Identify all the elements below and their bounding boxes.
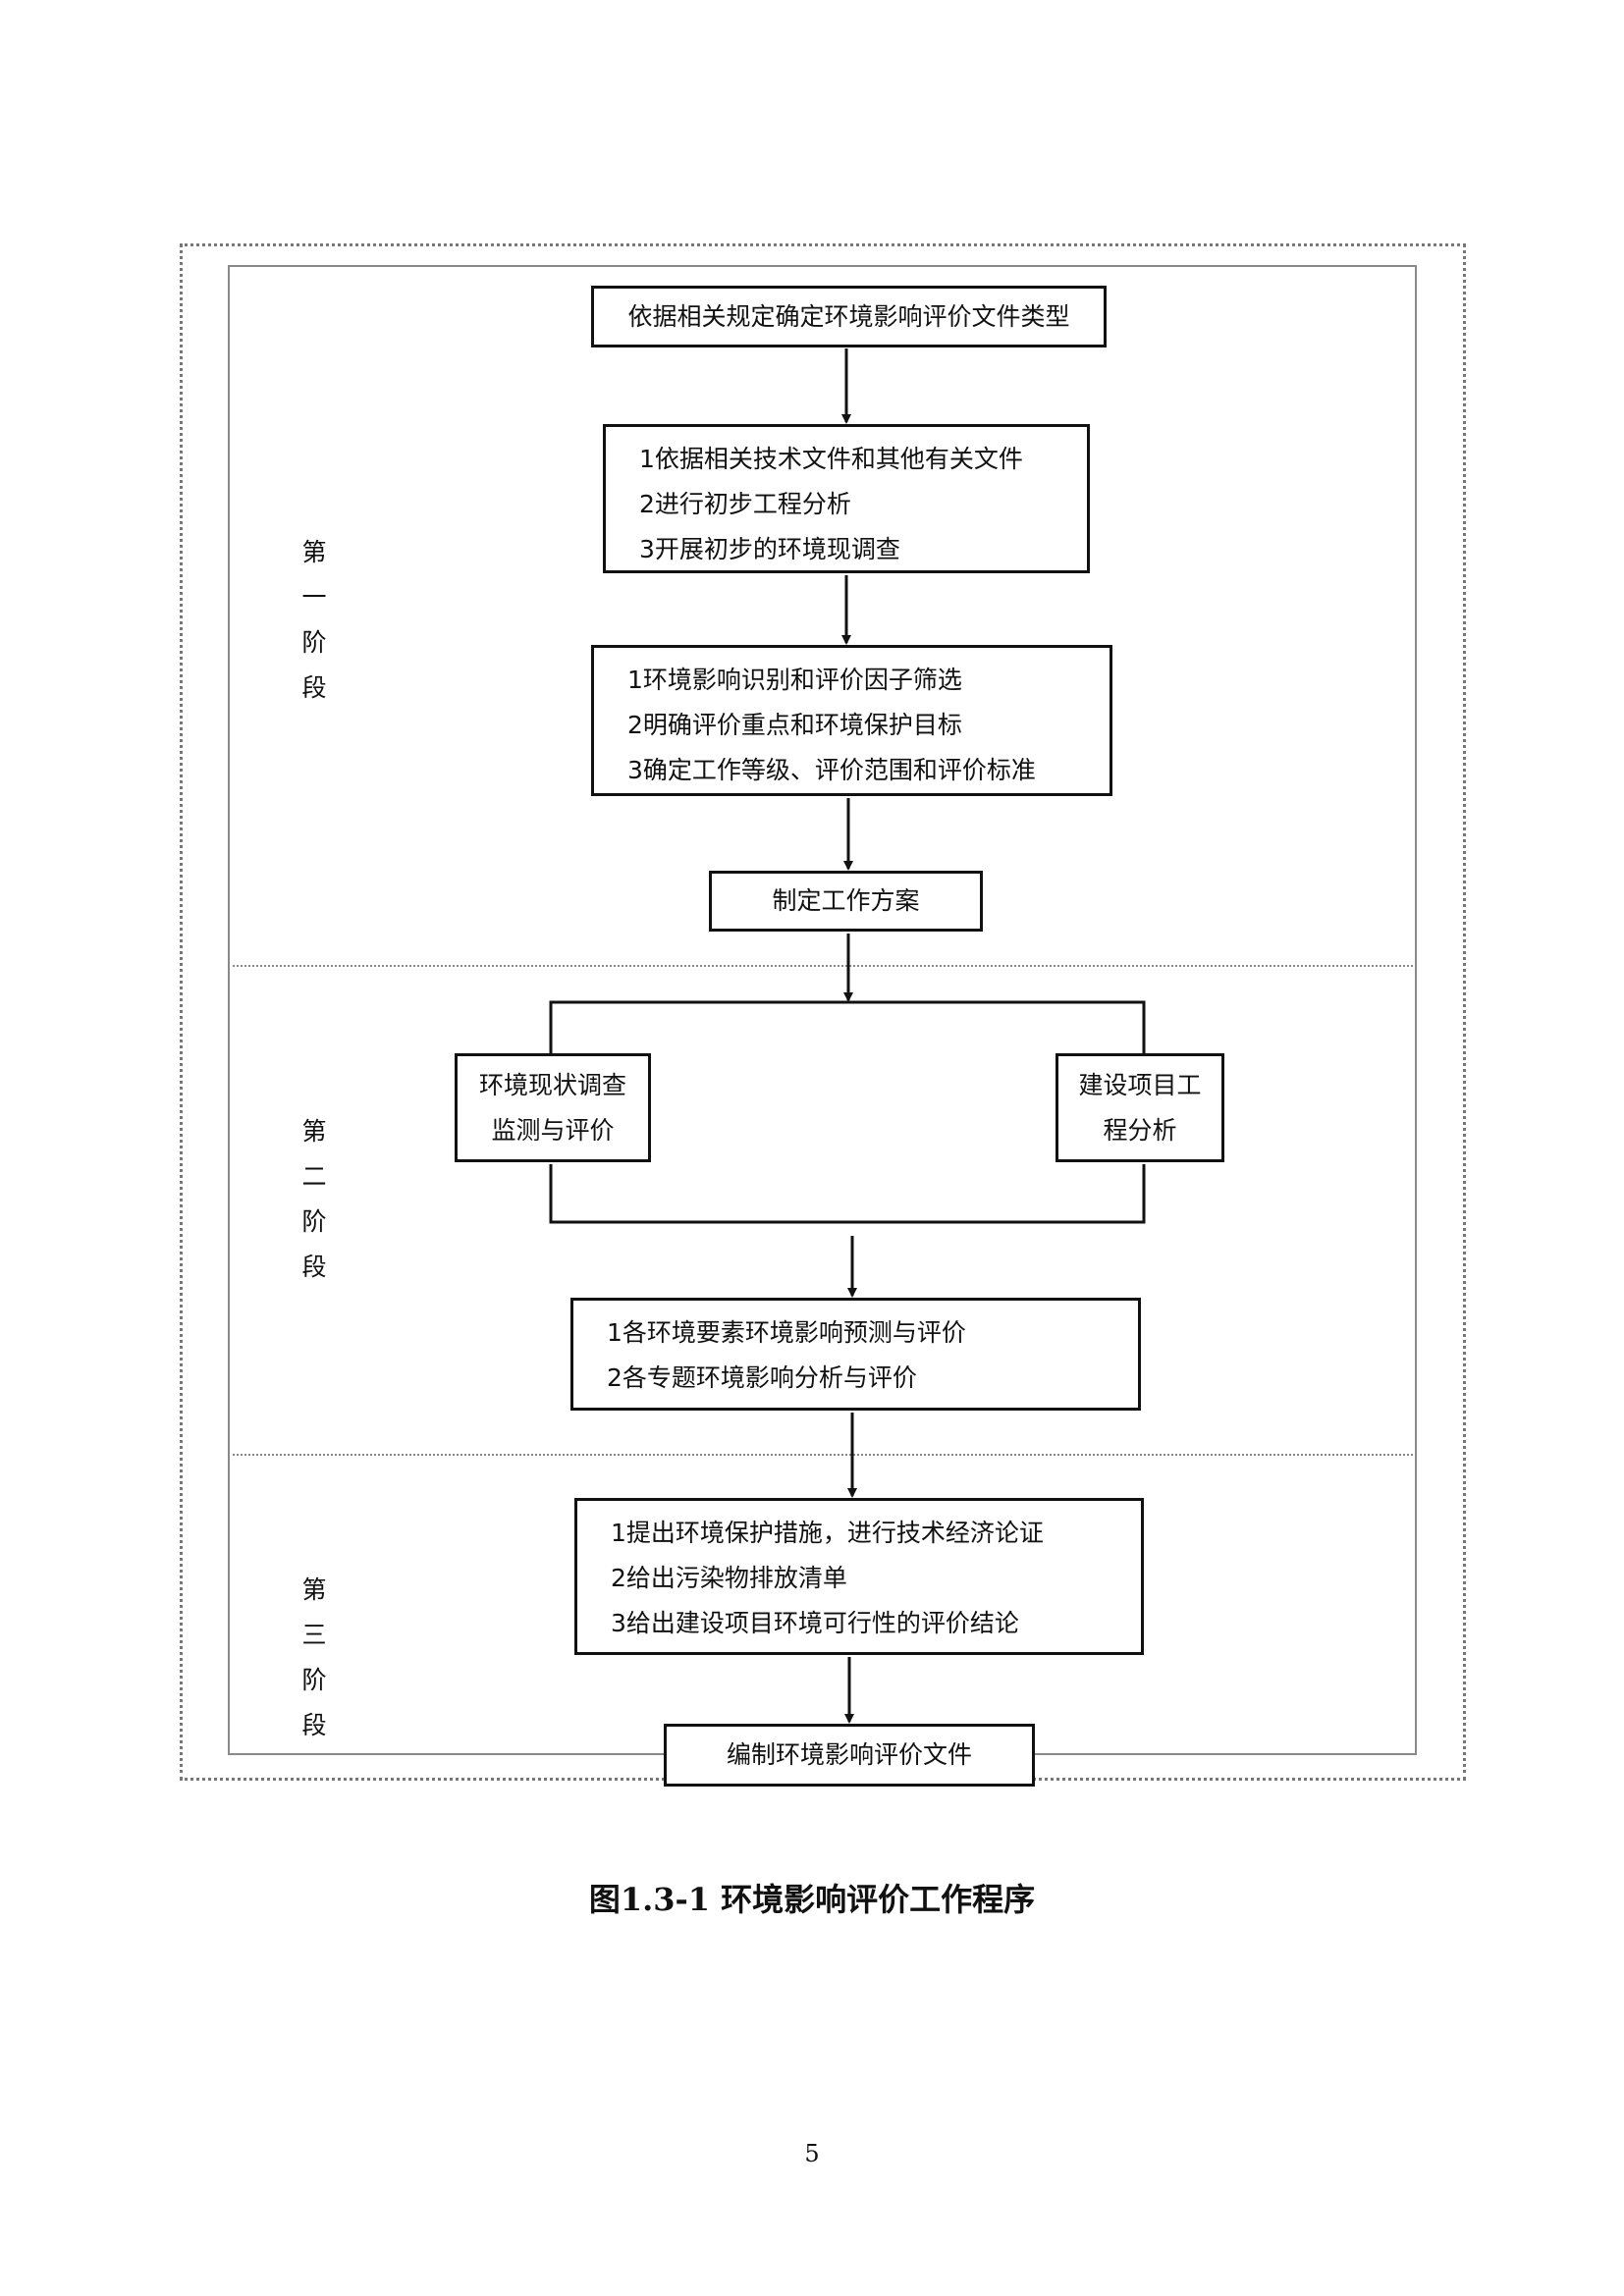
stage-divider-1-2 [228,965,1417,967]
merge-bracket-bottom [549,1164,1146,1224]
box-compile-doc: 编制环境影响评价文件 [664,1724,1035,1787]
box-env-survey: 环境现状调查 监测与评价 [455,1053,651,1162]
stage-3-label: 第 三 阶 段 [301,1575,327,1739]
box-preliminary-work: 1依据相关技术文件和其他有关文件 2进行初步工程分析 3开展初步的环境现调查 [603,424,1090,573]
stage-2-label: 第 二 阶 段 [301,1117,327,1281]
page-number: 5 [804,2140,820,2167]
box-prediction: 1各环境要素环境影响预测与评价 2各专题环境影响分析与评价 [570,1298,1141,1411]
split-bracket-top [549,1000,1146,1053]
figure-caption: 图1.3-1 环境影响评价工作程序 [588,1881,1036,1918]
box-identification: 1环境影响识别和评价因子筛选 2明确评价重点和环境保护目标 3确定工作等级、评价… [591,645,1112,796]
box-measures: 1提出环境保护措施，进行技术经济论证 2给出污染物排放清单 3给出建设项目环境可… [574,1498,1144,1655]
stage-divider-2-3 [228,1454,1417,1456]
box-determine-doc-type: 依据相关规定确定环境影响评价文件类型 [591,286,1107,347]
box-work-plan: 制定工作方案 [709,871,983,932]
stage-1-label: 第 一 阶 段 [301,538,327,702]
box-project-analysis: 建设项目工 程分析 [1056,1053,1224,1162]
